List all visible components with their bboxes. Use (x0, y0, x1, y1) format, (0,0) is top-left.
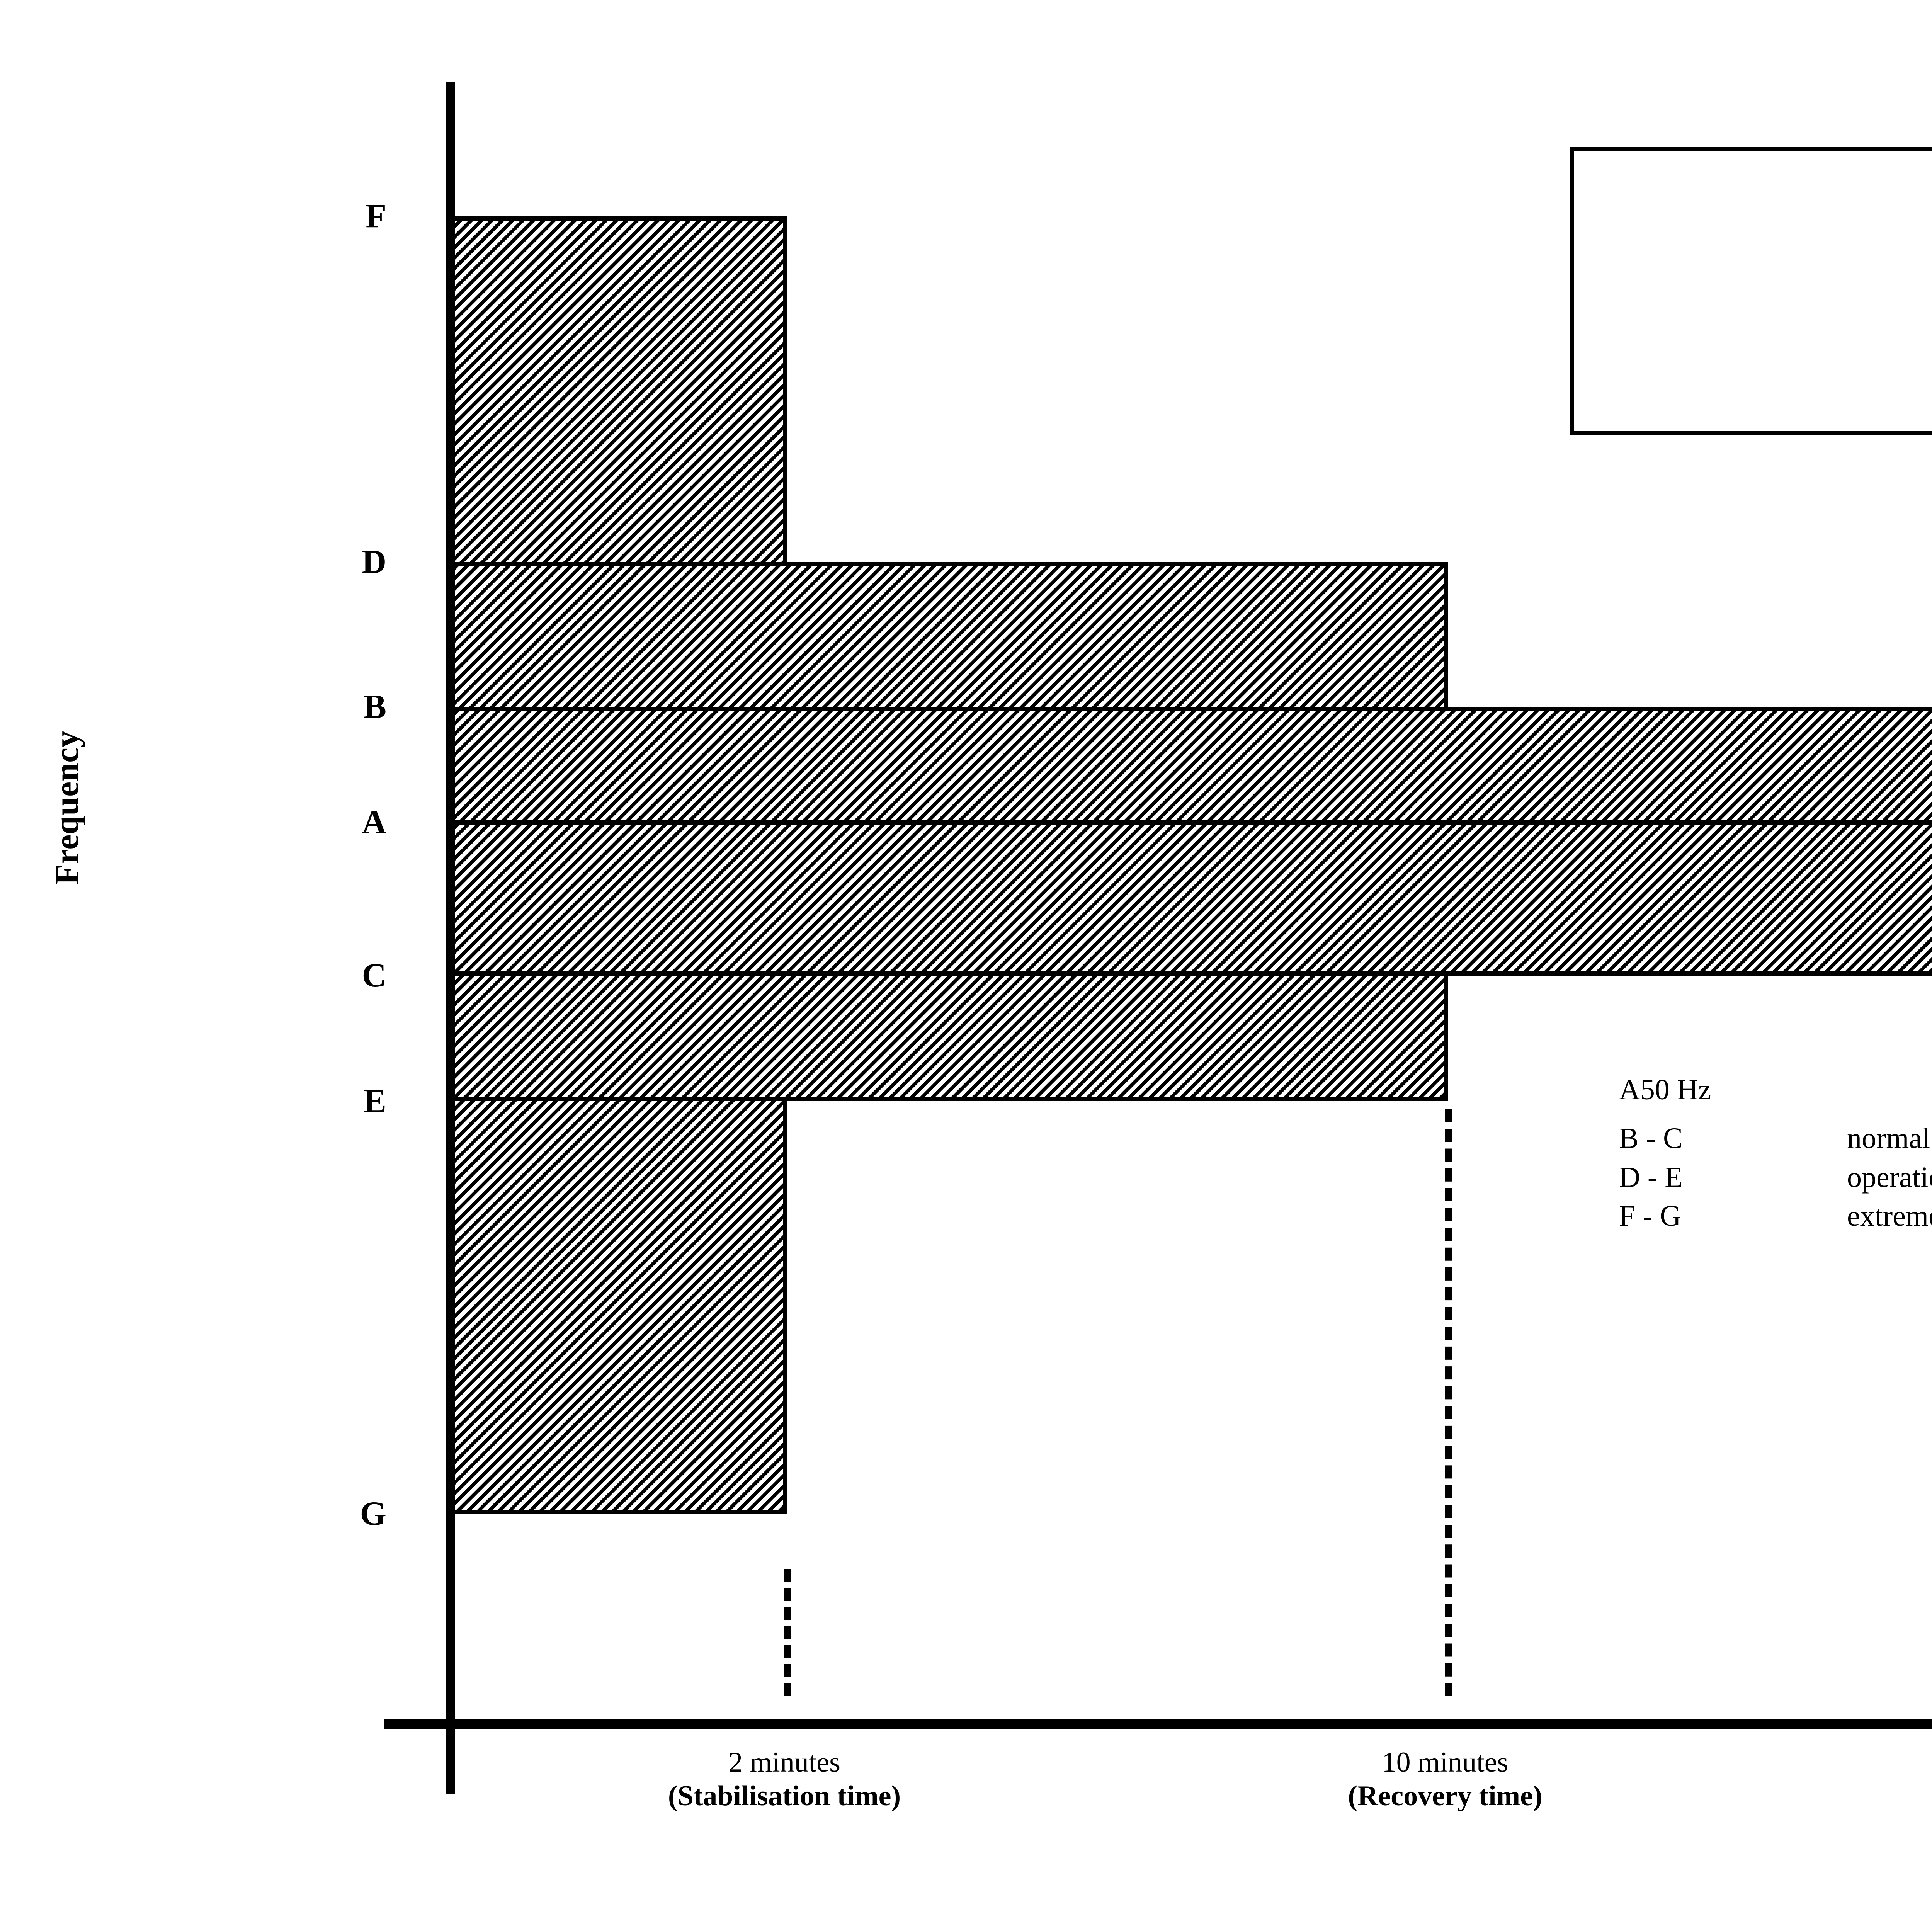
x-tick-stabilisation-value: 2 minutes (728, 1747, 840, 1778)
y-axis-label-A: A (362, 803, 386, 841)
x-tick-stabilisation-note: (Stabilisation time) (668, 1780, 901, 1812)
y-axis-label-C: C (362, 957, 386, 994)
legend-nominal-code: A50 Hz (1619, 1073, 1711, 1106)
y-axis-label-D: D (362, 543, 386, 581)
x-tick-stabilisation: 2 minutes (Stabilisation time) (668, 1747, 901, 1813)
legend-key: A50 Hz B - C normal operating frequency … (1619, 1070, 1932, 1235)
x-axis-line (384, 1719, 1932, 1729)
legend-code-D-E: D - E (1619, 1161, 1683, 1194)
recovery-time-marker (1445, 1109, 1452, 1696)
y-axis-label-G: G (360, 1495, 386, 1532)
legend-desc-F-G: extreme frequency excursion tolerance li… (1847, 1199, 1932, 1232)
band-normal-operating-B-C (451, 707, 1932, 976)
legend-row-nominal: A50 Hz (1619, 1070, 1932, 1109)
legend-row-operational-tolerance: D - E operational frequency tolerance ba… (1619, 1158, 1932, 1197)
x-tick-recovery: 10 minutes (Recovery time) (1348, 1747, 1542, 1813)
y-axis-label-F: F (366, 197, 386, 235)
legend-code-F-G: F - G (1619, 1199, 1681, 1232)
note-box: automatic access standard not to scale (1570, 147, 1932, 435)
legend-desc-D-E: operational frequency tolerance band (1847, 1161, 1932, 1194)
x-tick-recovery-value: 10 minutes (1382, 1747, 1509, 1778)
stabilisation-time-marker (784, 1569, 791, 1696)
legend-code-B-C: B - C (1619, 1122, 1683, 1155)
y-axis-label-E: E (364, 1082, 386, 1120)
nominal-frequency-reference-line (451, 820, 1932, 825)
x-tick-recovery-note: (Recovery time) (1348, 1780, 1543, 1812)
y-axis-title: Frequency (48, 730, 86, 885)
legend-desc-B-C: normal operating frequency band (1847, 1122, 1932, 1155)
legend-row-extreme-excursion: F - G extreme frequency excursion tolera… (1619, 1197, 1932, 1235)
y-axis-label-B: B (364, 688, 386, 726)
legend-row-normal-operating: B - C normal operating frequency band (1619, 1119, 1932, 1158)
